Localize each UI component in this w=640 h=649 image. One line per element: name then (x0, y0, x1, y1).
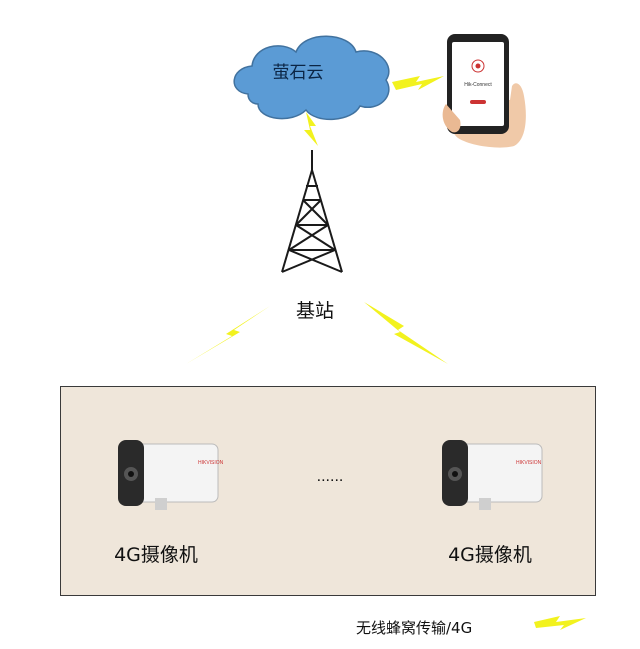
ellipsis: ...... (317, 468, 344, 485)
camera-label: 4G摄像机 (114, 544, 198, 566)
base-station-label: 基站 (295, 300, 334, 322)
smartphone-icon (442, 34, 526, 148)
cell-tower-icon (281, 150, 343, 273)
phone-app-name: Hik-Connect (464, 82, 492, 88)
lightning-bolt-icon (304, 112, 318, 146)
lightning-bolt-icon (392, 76, 444, 90)
cloud-label: 萤石云 (272, 63, 324, 83)
legend-bolt-icon (534, 616, 586, 630)
camera-icon: HIKVISION (442, 440, 543, 510)
svg-text:HIKVISION: HIKVISION (198, 460, 224, 466)
svg-text:HIKVISION: HIKVISION (516, 460, 542, 466)
legend-label: 无线蜂窝传输/4G (356, 619, 473, 637)
lightning-bolt-icon (364, 302, 448, 364)
cloud-icon (233, 35, 390, 121)
camera-icon: HIKVISION (118, 440, 224, 510)
camera-label: 4G摄像机 (448, 544, 532, 566)
